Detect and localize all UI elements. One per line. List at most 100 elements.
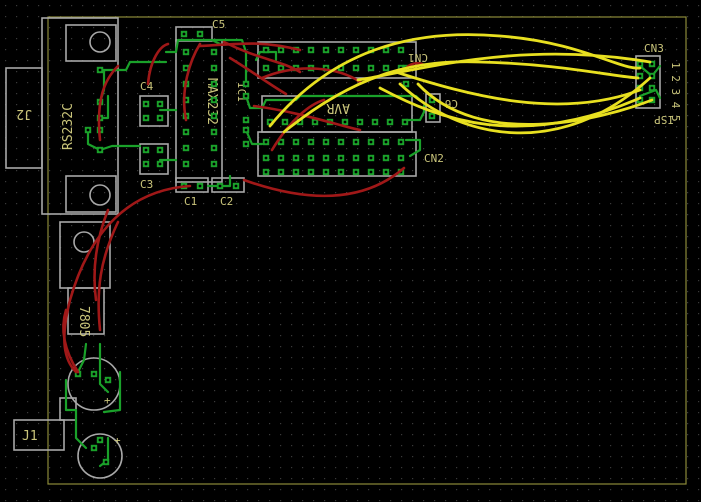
label-c1: C1: [184, 195, 197, 208]
pad-hole: [212, 66, 216, 70]
pad-hole: [184, 66, 188, 70]
pad-hole: [234, 184, 238, 188]
pad-hole: [650, 62, 654, 66]
header-cn2[interactable]: CN2: [257, 131, 444, 177]
label-rs232c: RS232C: [61, 103, 76, 150]
pad-hole: [144, 148, 148, 152]
label-c2: C2: [220, 195, 233, 208]
pad-hole: [294, 170, 298, 174]
pad-hole: [638, 62, 642, 66]
pad-hole: [324, 140, 328, 144]
pad-hole: [309, 140, 313, 144]
pad-hole: [158, 148, 162, 152]
pad-hole: [324, 48, 328, 52]
pad-hole: [244, 82, 248, 86]
pad-hole: [144, 162, 148, 166]
pad-hole: [399, 140, 403, 144]
pad-hole: [399, 156, 403, 160]
pad-hole: [244, 94, 248, 98]
pad-hole: [339, 48, 343, 52]
pad-hole: [212, 50, 216, 54]
pad-hole: [388, 120, 392, 124]
pad-hole: [283, 120, 287, 124]
pad-hole: [212, 98, 216, 102]
pad-hole: [184, 162, 188, 166]
pad-hole: [158, 162, 162, 166]
red-wires: [62, 40, 428, 374]
pad-hole: [184, 130, 188, 134]
pad-hole: [264, 66, 268, 70]
pad-hole: [98, 438, 102, 442]
label-plus-2: +: [114, 434, 121, 447]
label-cn3: CN3: [644, 42, 664, 55]
pad-hole: [104, 460, 108, 464]
pad-hole: [106, 378, 110, 382]
label-plus-1: +: [104, 394, 111, 407]
pad-hole: [212, 114, 216, 118]
pad-hole: [198, 184, 202, 188]
pad-hole: [92, 446, 96, 450]
pad-hole: [309, 48, 313, 52]
label-c3: C3: [140, 178, 153, 191]
pad-hole: [294, 140, 298, 144]
label-cn2: CN2: [424, 152, 444, 165]
pad-hole: [212, 162, 216, 166]
pad-hole: [369, 140, 373, 144]
pad-hole: [218, 184, 222, 188]
pad-hole: [369, 156, 373, 160]
pad-hole: [212, 130, 216, 134]
label-isp-pins: 1 2 3 4 5: [669, 62, 682, 122]
pad-hole: [430, 98, 434, 102]
pad-hole: [212, 146, 216, 150]
pad-hole: [384, 66, 388, 70]
label-c5: C5: [212, 18, 225, 31]
pad-hole: [369, 66, 373, 70]
pad-hole: [358, 120, 362, 124]
pad-hole: [309, 156, 313, 160]
header-cn1[interactable]: CN1: [257, 41, 428, 79]
label-7805: 7805: [76, 306, 91, 337]
board-outline: [47, 16, 687, 485]
pad-hole: [198, 32, 202, 36]
pad-hole: [76, 372, 80, 376]
pad-hole: [212, 82, 216, 86]
pad-hole: [354, 156, 358, 160]
pad-hole: [650, 86, 654, 90]
pad-hole: [144, 116, 148, 120]
pad-hole: [354, 170, 358, 174]
pad-hole: [369, 170, 373, 174]
pad-hole: [264, 156, 268, 160]
pad-hole: [403, 120, 407, 124]
label-c4: C4: [140, 80, 154, 93]
pad-hole: [650, 74, 654, 78]
pad-hole: [279, 48, 283, 52]
pad-hole: [324, 170, 328, 174]
pad-hole: [373, 120, 377, 124]
header-cn3-isp[interactable]: CN3 ISP 1 2 3 4 5: [635, 42, 682, 126]
pad-hole: [184, 146, 188, 150]
pad-hole: [384, 170, 388, 174]
electrolytic-cap-2[interactable]: +: [77, 433, 123, 479]
pad-hole: [384, 140, 388, 144]
pad-hole: [324, 156, 328, 160]
label-avr: AVR: [326, 100, 350, 115]
pad-hole: [86, 128, 90, 132]
pad-hole: [182, 32, 186, 36]
jack-j1[interactable]: J1: [13, 397, 77, 451]
pad-hole: [244, 142, 248, 146]
connector-j2[interactable]: J2 RS232C: [5, 17, 119, 215]
pad-hole: [354, 48, 358, 52]
pad-hole: [279, 156, 283, 160]
pad-hole: [313, 120, 317, 124]
pad-hole: [343, 120, 347, 124]
yellow-wires: [268, 33, 654, 135]
pad-hole: [354, 140, 358, 144]
pad-hole: [339, 170, 343, 174]
pad-hole: [384, 156, 388, 160]
pad-hole: [144, 102, 148, 106]
pad-hole: [384, 48, 388, 52]
pad-hole: [264, 170, 268, 174]
